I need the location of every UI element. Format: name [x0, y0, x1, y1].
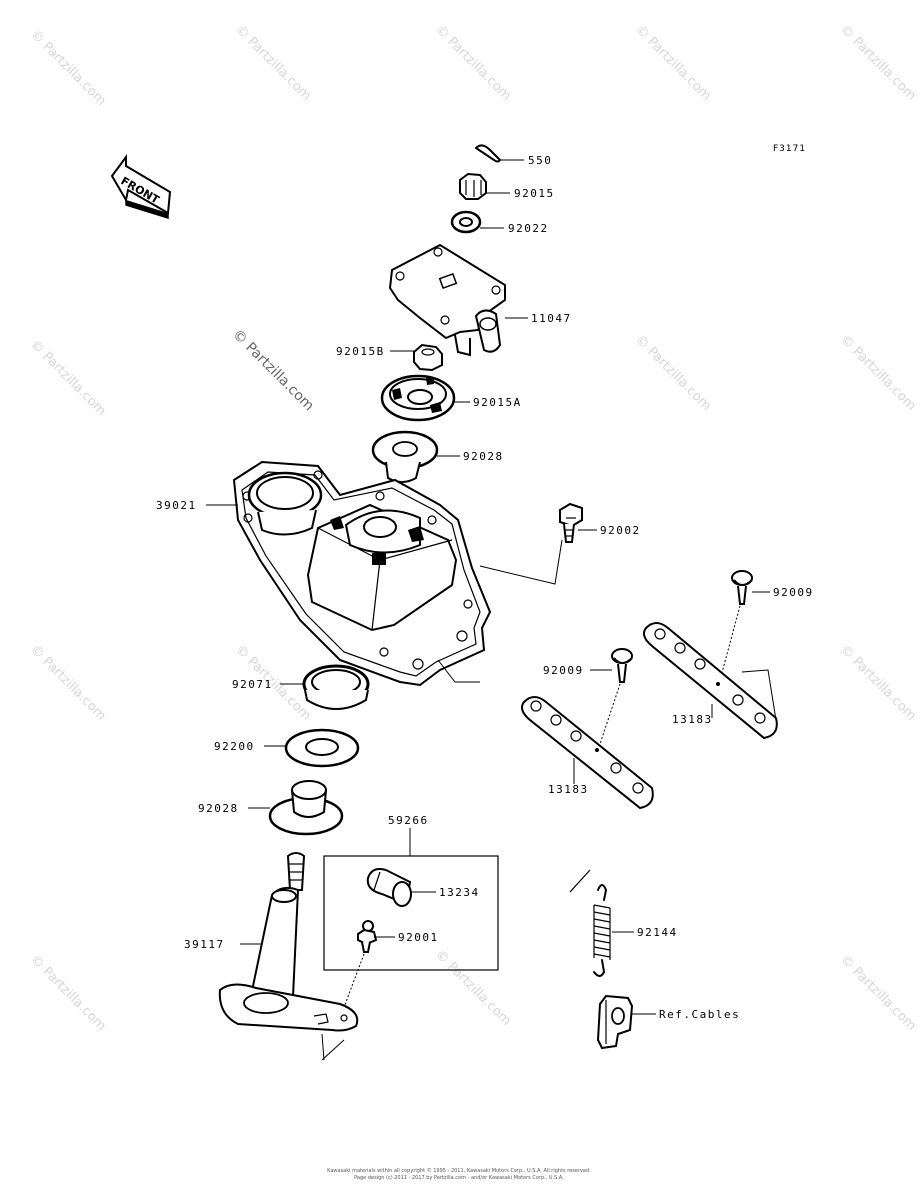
watermark: © Partzilla.com [632, 22, 714, 104]
figure-code: F3171 [773, 144, 806, 154]
label-92001: 92001 [398, 931, 439, 944]
watermark: © Partzilla.com [432, 947, 514, 1029]
plate-13183-left [521, 696, 654, 810]
label-92144: 92144 [637, 926, 678, 939]
bolt-92002 [559, 502, 597, 543]
label-11047: 11047 [531, 312, 572, 325]
label-92028-bottom: 92028 [198, 802, 239, 815]
label-13234: 13234 [439, 886, 480, 899]
leader-line [479, 539, 563, 585]
label-92015B: 92015B [336, 345, 385, 358]
nut-92015B [390, 343, 443, 372]
cable-clip [596, 994, 656, 1050]
watermark: © Partzilla.com [837, 642, 917, 724]
watermark: © Partzilla.com [27, 27, 109, 109]
label-92015A: 92015A [473, 396, 522, 409]
plate-13183-right [643, 622, 778, 740]
spring-92144 [569, 869, 634, 977]
label-13183-right: 13183 [672, 713, 713, 726]
watermark: © Partzilla.com [27, 337, 109, 419]
housing-39021 [206, 460, 492, 687]
label-92028-top: 92028 [463, 450, 504, 463]
label-92015: 92015 [514, 187, 555, 200]
watermark: © Partzilla.com [837, 952, 917, 1034]
screw-92009-right [719, 570, 770, 681]
label-92009-right: 92009 [773, 586, 814, 599]
label-39117: 39117 [184, 938, 225, 951]
shaft-39117 [218, 852, 359, 1061]
label-13183-left: 13183 [548, 783, 589, 796]
bushing-92028-bottom [248, 780, 344, 836]
watermark: © Partzilla.com [632, 332, 714, 414]
kit-box-59266 [323, 828, 499, 971]
label-39021: 39021 [156, 499, 197, 512]
nut-92015 [459, 172, 510, 200]
seal-92071 [280, 664, 370, 710]
label-59266: 59266 [388, 814, 429, 827]
watermark: © Partzilla.com [837, 332, 917, 414]
copyright-line-1: Kawasaki materials within all copyright … [327, 1167, 591, 1174]
watermark: © Partzilla.com [432, 22, 514, 104]
label-92071: 92071 [232, 678, 273, 691]
label-92200: 92200 [214, 740, 255, 753]
label-550: 550 [528, 154, 552, 167]
watermark-main: © Partzilla.com [229, 327, 317, 415]
cotter-pin-550 [475, 144, 524, 163]
watermark: © Partzilla.com [27, 642, 109, 724]
washer-92200 [264, 728, 360, 768]
washer-92022 [450, 210, 504, 234]
bracket-11047 [388, 243, 528, 357]
label-92002: 92002 [600, 524, 641, 537]
front-arrow-icon: FRONT [110, 153, 172, 220]
watermark: © Partzilla.com [232, 22, 314, 104]
label-ref-cables: Ref.Cables [659, 1008, 740, 1021]
mount-92015A [380, 374, 470, 422]
knob-13234 [366, 868, 436, 907]
screw-92009-left [590, 648, 633, 751]
leader-line [437, 659, 480, 683]
watermark: © Partzilla.com [27, 952, 109, 1034]
watermark: © Partzilla.com [837, 22, 917, 104]
label-92022: 92022 [508, 222, 549, 235]
bushing-92028-top [371, 430, 460, 483]
copyright-line-2: Page design (c) 2011 - 2017 by Partzilla… [354, 1175, 564, 1181]
label-92009-left: 92009 [543, 664, 584, 677]
